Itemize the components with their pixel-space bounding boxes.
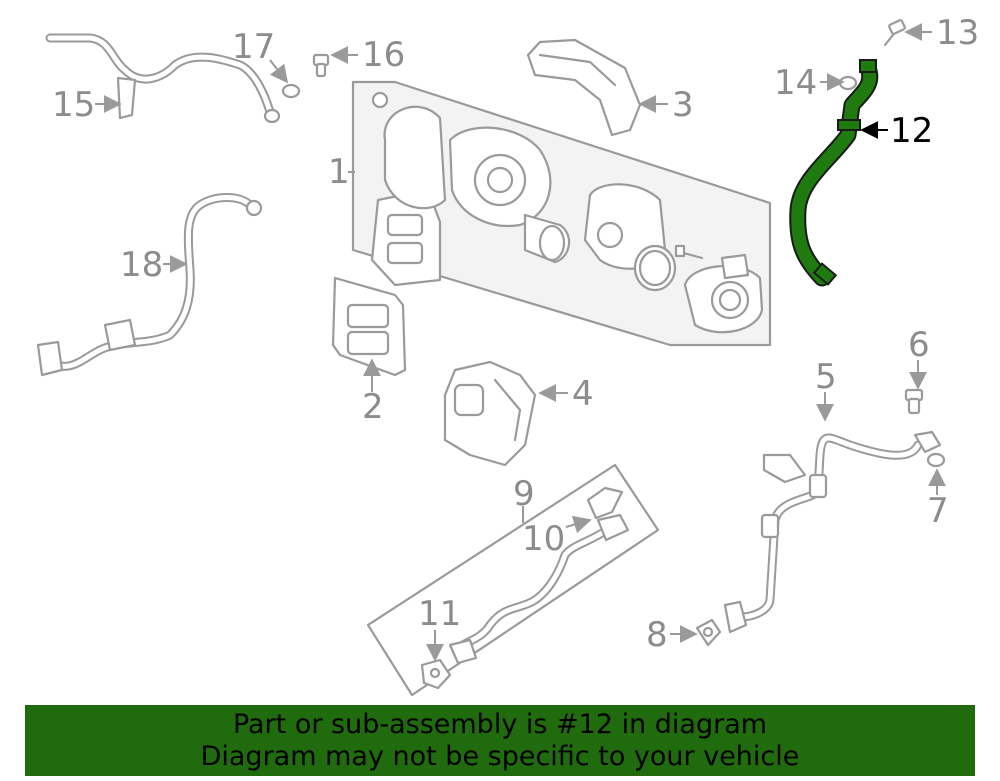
callout-6: 6 [908, 325, 930, 365]
callout-4: 4 [572, 374, 594, 414]
callout-10: 10 [522, 519, 565, 559]
callout-2: 2 [362, 387, 384, 427]
coolant-hose-highlighted [789, 59, 879, 287]
banner-line-1: Part or sub-assembly is #12 in diagram [232, 709, 768, 740]
oil-feed-line [723, 430, 942, 634]
o-ring-17 [281, 83, 301, 99]
gasket [331, 276, 407, 377]
parts-diagram: 1 2 3 4 5 6 7 8 9 10 11 12 13 14 15 16 1… [36, 13, 979, 697]
bolt-13 [883, 19, 906, 47]
callout-5: 5 [815, 357, 837, 397]
heat-shield-lower [443, 360, 537, 467]
leader-lines [95, 23, 946, 662]
gasket-10 [586, 486, 624, 520]
callout-3: 3 [672, 85, 694, 125]
callout-8: 8 [646, 615, 668, 655]
callout-13: 13 [936, 13, 979, 53]
coolant-pipe-15 [45, 33, 281, 124]
callout-1: 1 [328, 152, 350, 192]
gasket-8 [695, 618, 722, 647]
turbocharger-assembly [351, 80, 772, 347]
callout-11: 11 [418, 594, 461, 634]
callout-18: 18 [120, 245, 163, 285]
callout-labels: 1 2 3 4 5 6 7 8 9 10 11 12 13 14 15 16 1… [52, 13, 979, 655]
washer-7 [926, 452, 946, 468]
callout-9: 9 [513, 474, 535, 514]
info-banner: Part or sub-assembly is #12 in diagram D… [25, 705, 975, 776]
bolt-16 [312, 53, 330, 78]
callout-17: 17 [232, 27, 275, 67]
coolant-pipe-18 [36, 193, 263, 377]
bolt-6 [904, 388, 924, 415]
callout-14: 14 [774, 63, 817, 103]
callout-15: 15 [52, 85, 95, 125]
callout-16: 16 [362, 35, 405, 75]
callout-7: 7 [927, 491, 949, 531]
callout-12: 12 [890, 111, 933, 151]
heat-shield-upper [526, 38, 642, 137]
banner-line-2: Diagram may not be specific to your vehi… [200, 741, 800, 772]
